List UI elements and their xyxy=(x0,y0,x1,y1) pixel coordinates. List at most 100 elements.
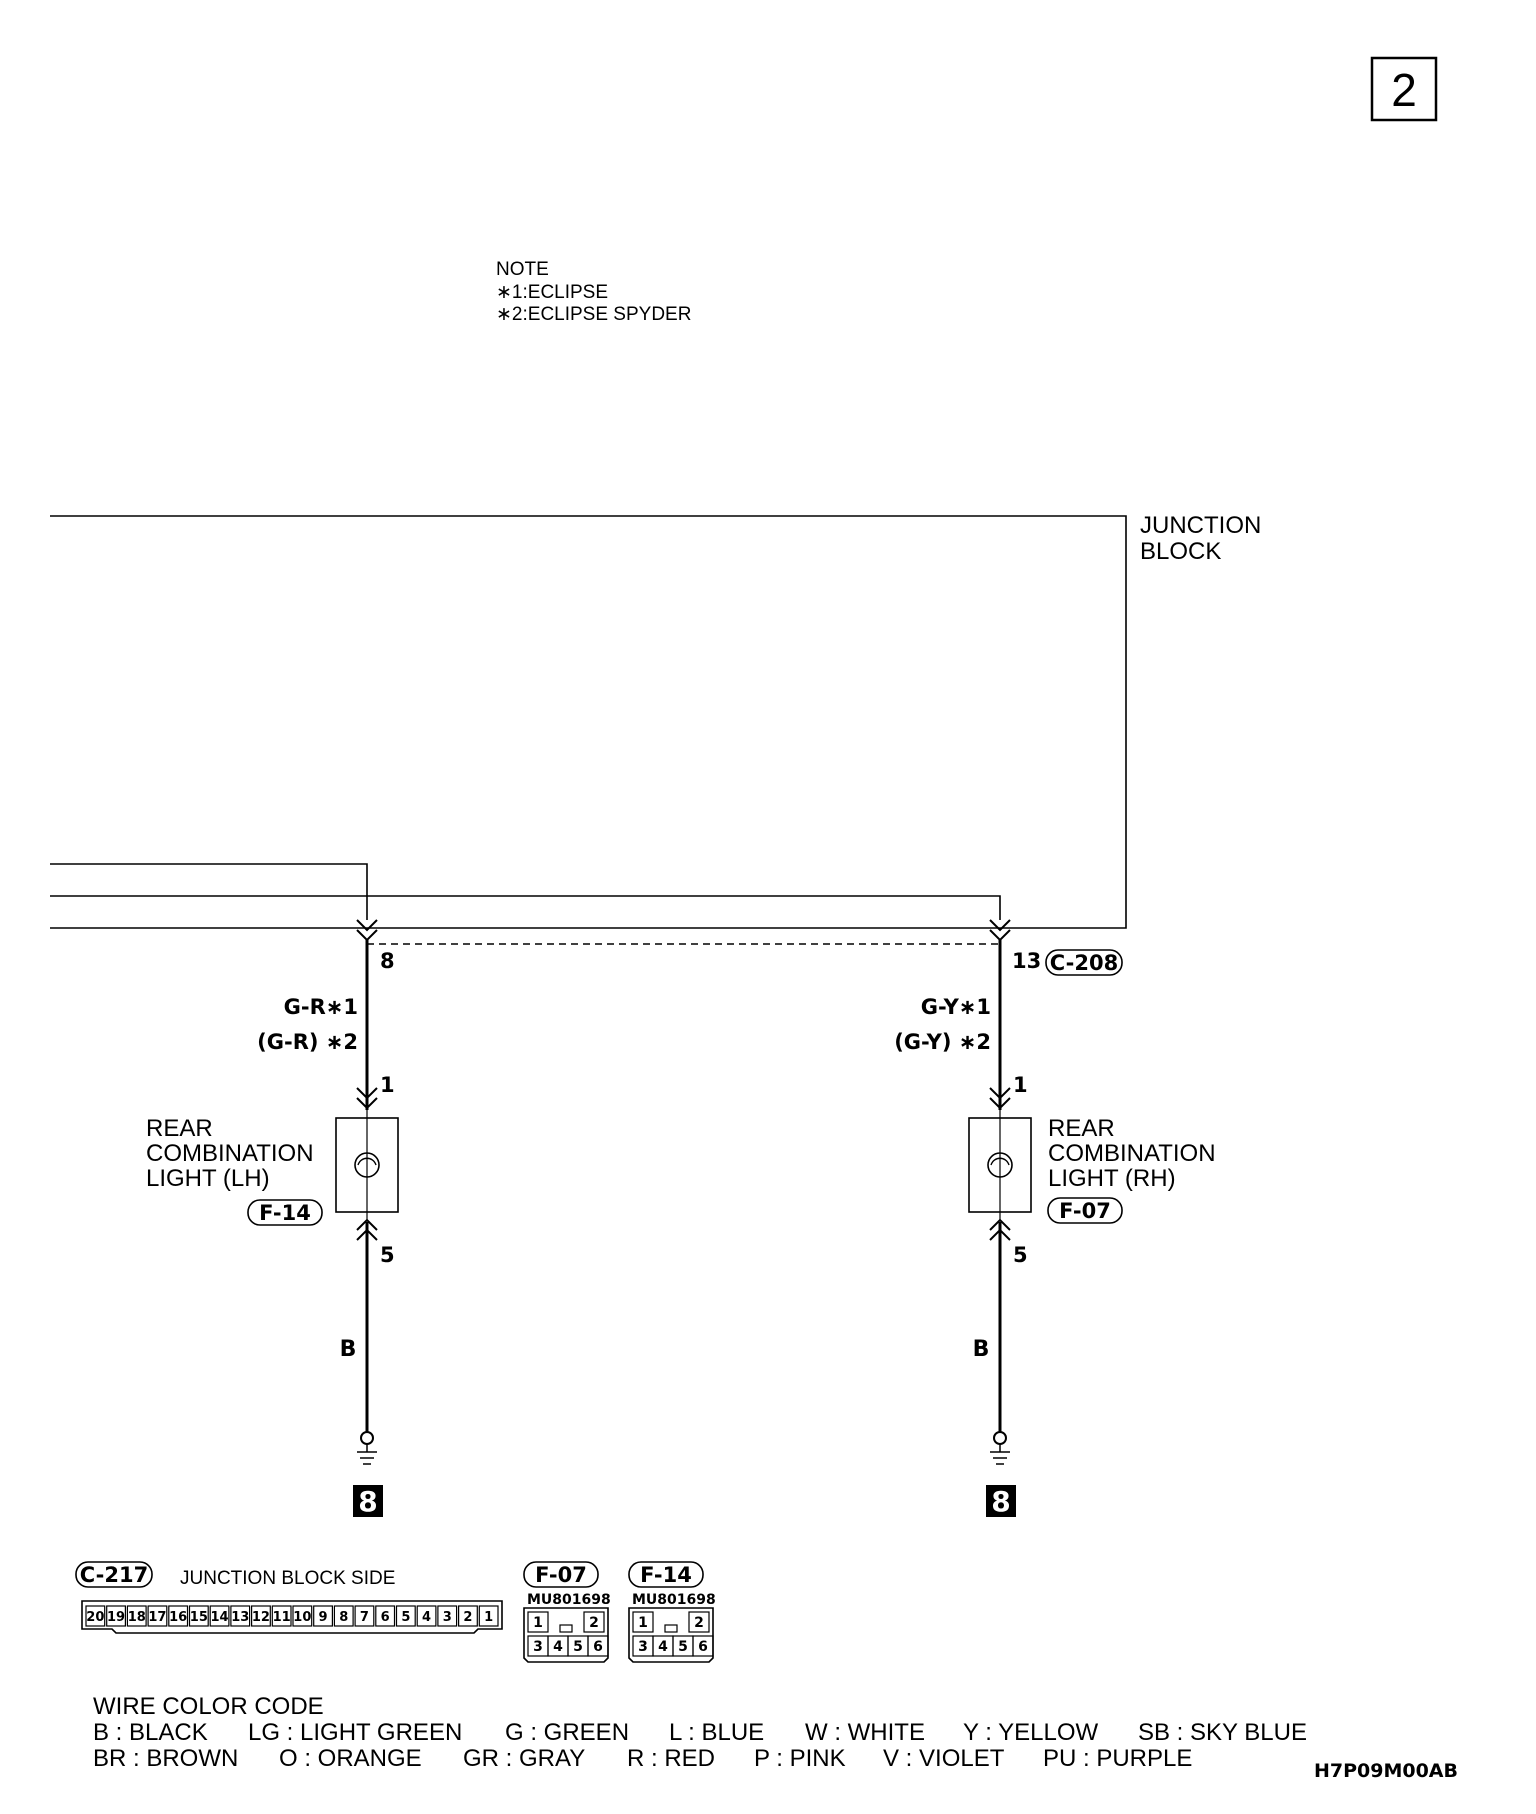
note-line-1: ∗1:ECLIPSE xyxy=(496,282,608,303)
f14-part-number: MU801698 xyxy=(632,1592,716,1608)
c217-pin-cell xyxy=(416,1605,437,1627)
connector-tag-f14 xyxy=(247,1199,323,1226)
junction-block-label-2: BLOCK xyxy=(1140,538,1221,565)
c217-pin-cell xyxy=(147,1605,168,1627)
c217-pin-cell xyxy=(168,1605,189,1627)
c217-pin-label: 5 xyxy=(401,1610,410,1625)
c217-pin-label: 15 xyxy=(190,1610,208,1625)
jb-connector-arrow-right-2 xyxy=(989,929,1011,942)
c217-pin-cell xyxy=(126,1605,147,1627)
ground-wire-label-right: B xyxy=(973,1337,990,1362)
f07-housing xyxy=(523,1607,609,1663)
f07-pin-label: 3 xyxy=(533,1639,543,1655)
c217-pin-label: 2 xyxy=(463,1610,472,1625)
f07-pin-label: 6 xyxy=(593,1639,603,1655)
page-number: 2 xyxy=(1391,64,1417,116)
wire-color-entry: R : RED xyxy=(627,1745,715,1772)
internal-wire-left xyxy=(50,863,368,920)
light-connector-arrow-top-left-2 xyxy=(356,1097,378,1110)
wire-label-g-y-spyder: (G-Y) ∗2 xyxy=(894,1030,991,1054)
jb-pin-left: 8 xyxy=(380,949,395,973)
light-label-left-3: LIGHT (LH) xyxy=(146,1165,270,1192)
f14-key-notch xyxy=(664,1624,678,1633)
f14-pin-cell xyxy=(688,1611,710,1633)
wire-color-entry: SB : SKY BLUE xyxy=(1138,1719,1307,1746)
light-pin-top-left: 1 xyxy=(380,1073,395,1097)
light-connector-arrow-bottom-right xyxy=(989,1218,1011,1231)
f07-pin-label: 2 xyxy=(589,1615,599,1631)
c217-pin-label: 13 xyxy=(231,1610,249,1625)
c217-housing xyxy=(81,1600,503,1634)
page-number-box xyxy=(1370,56,1438,122)
light-label-right-1: REAR xyxy=(1048,1115,1115,1142)
f14-pin-label: 4 xyxy=(658,1639,668,1655)
light-label-right-2: COMBINATION xyxy=(1048,1140,1216,1167)
c217-pin-label: 19 xyxy=(107,1610,125,1625)
c217-pin-cell xyxy=(437,1605,458,1627)
wire-color-entry: P : PINK xyxy=(754,1745,846,1772)
f07-key-notch xyxy=(559,1624,573,1633)
f07-pin-cell xyxy=(583,1611,605,1633)
jb-connector-arrow-left xyxy=(356,919,378,932)
ground-ref-right: 8 xyxy=(991,1485,1010,1518)
c217-pin-cell xyxy=(313,1605,334,1627)
wire-color-entry: O : ORANGE xyxy=(279,1745,422,1772)
connector-tag-f14-label: F-14 xyxy=(259,1201,311,1225)
light-connector-arrow-top-left xyxy=(356,1087,378,1100)
junction-block-label-1: JUNCTION xyxy=(1140,512,1261,539)
c217-pin-label: 17 xyxy=(148,1610,166,1625)
f07-pin-cell xyxy=(527,1611,549,1633)
f14-pin-label: 1 xyxy=(638,1615,648,1631)
f14-pin-cell xyxy=(632,1611,654,1633)
light-connector-arrow-top-right-2 xyxy=(989,1097,1011,1110)
c217-pin-cell xyxy=(209,1605,230,1627)
wire-color-entry: L : BLUE xyxy=(669,1719,764,1746)
wire-color-entry: BR : BROWN xyxy=(93,1745,238,1772)
wire-label-g-y: G-Y∗1 xyxy=(921,995,991,1019)
c217-pin-label: 12 xyxy=(252,1610,270,1625)
jb-pin-right: 13 xyxy=(1012,949,1041,973)
c217-pin-label: 4 xyxy=(422,1610,431,1625)
light-connector-arrow-top-right xyxy=(989,1087,1011,1100)
c217-pin-cell xyxy=(271,1605,292,1627)
f14-pin-label: 5 xyxy=(678,1639,688,1655)
f14-pin-label: 2 xyxy=(694,1615,704,1631)
wire-color-entry: B : BLACK xyxy=(93,1719,208,1746)
f14-housing xyxy=(628,1607,714,1663)
note-title: NOTE xyxy=(496,259,549,280)
ground-ref-box-left xyxy=(353,1485,383,1517)
light-pin-bottom-right: 5 xyxy=(1013,1243,1028,1267)
c217-pin-cell xyxy=(333,1605,354,1627)
f14-pin-cell xyxy=(692,1635,714,1657)
jb-connector-arrow-left-2 xyxy=(356,929,378,942)
junction-block-outline xyxy=(50,515,1127,929)
c217-pin-label: 9 xyxy=(319,1610,328,1625)
wire-color-entry: G : GREEN xyxy=(505,1719,629,1746)
light-pin-bottom-left: 5 xyxy=(380,1243,395,1267)
connector-tag-c208 xyxy=(1045,949,1123,976)
connector-tag-f07-view xyxy=(523,1561,599,1588)
c217-pin-label: 11 xyxy=(273,1610,291,1625)
connector-tag-f14-view-label: F-14 xyxy=(640,1563,692,1587)
figure-code: H7P09M00AB xyxy=(1314,1760,1458,1782)
c217-pin-label: 1 xyxy=(484,1610,493,1625)
connector-tag-f07 xyxy=(1047,1197,1123,1224)
ground-ref-left: 8 xyxy=(358,1485,377,1518)
light-pin-top-right: 1 xyxy=(1013,1073,1028,1097)
c217-pin-label: 18 xyxy=(128,1610,146,1625)
c217-pin-cell xyxy=(354,1605,375,1627)
c217-pin-label: 20 xyxy=(86,1610,104,1625)
f07-pin-label: 1 xyxy=(533,1615,543,1631)
c217-pin-cell xyxy=(478,1605,499,1627)
wire-label-g-r: G-R∗1 xyxy=(284,995,358,1019)
connector-tag-f07-view-label: F-07 xyxy=(535,1563,587,1587)
c217-pin-label: 8 xyxy=(339,1610,348,1625)
light-label-right-3: LIGHT (RH) xyxy=(1048,1165,1176,1192)
wire-color-entry: V : VIOLET xyxy=(883,1745,1005,1772)
f14-pin-label: 6 xyxy=(698,1639,708,1655)
jb-connector-arrow-right xyxy=(989,919,1011,932)
